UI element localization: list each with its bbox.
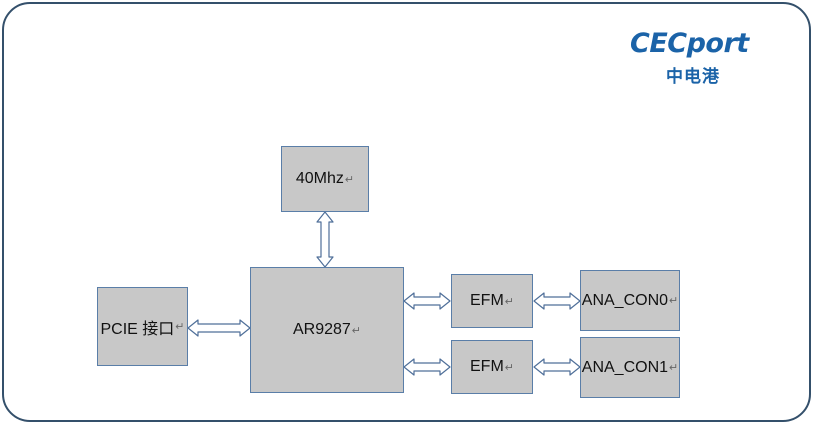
efm-0-label: EFM — [470, 292, 504, 309]
arrow-efm0-ana0 — [533, 292, 581, 310]
efm-0-block: EFM↵ — [451, 274, 533, 328]
ana-con1-label: ANA_CON1 — [581, 358, 669, 376]
paragraph-mark: ↵ — [669, 362, 679, 374]
logo-brand-text: CECport — [630, 28, 749, 59]
paragraph-mark: ↵ — [351, 324, 362, 337]
oscillator-40mhz-block: 40Mhz↵ — [281, 146, 369, 212]
ar9287-chip-block: AR9287↵ — [250, 267, 404, 393]
ana-con0-block: ANA_CON0↵ — [580, 270, 680, 331]
efm-1-block: EFM↵ — [451, 340, 533, 394]
efm-1-label: EFM — [470, 358, 504, 375]
arrow-efm1-ana1 — [533, 358, 581, 376]
paragraph-mark: ↵ — [504, 361, 514, 374]
oscillator-label: 40Mhz — [295, 170, 344, 187]
chip-label: AR9287 — [292, 321, 351, 338]
arrow-chip-efm1 — [403, 358, 451, 376]
paragraph-mark: ↵ — [344, 173, 355, 186]
logo-brand-cn-text: 中电港 — [666, 67, 720, 87]
pcie-interface-block: PCIE 接口↵ — [97, 287, 188, 366]
arrow-osc-chip — [316, 211, 334, 268]
ana-con1-block: ANA_CON1↵ — [580, 337, 680, 398]
arrow-chip-efm0 — [403, 292, 451, 310]
paragraph-mark: ↵ — [504, 295, 514, 308]
ana-con0-label: ANA_CON0 — [581, 291, 669, 309]
pcie-label: PCIE 接口 — [100, 320, 175, 338]
paragraph-mark: ↵ — [175, 321, 185, 333]
cecport-logo: CECport 中电港 — [630, 28, 780, 88]
arrow-pcie-chip — [187, 319, 251, 337]
paragraph-mark: ↵ — [669, 295, 679, 307]
